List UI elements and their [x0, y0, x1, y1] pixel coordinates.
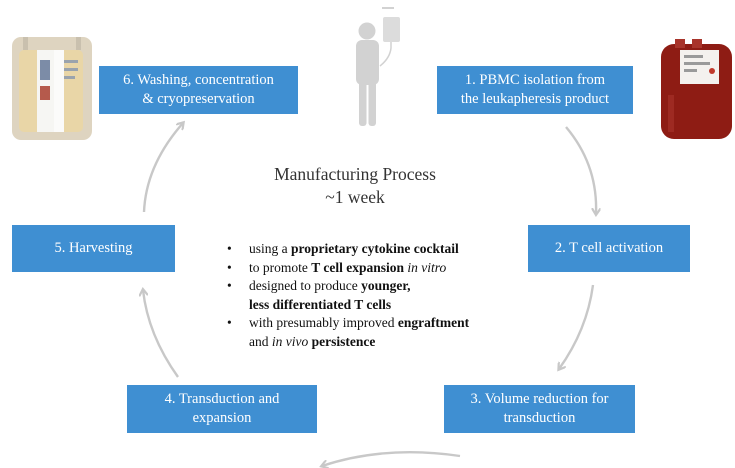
step-label-line: 5. Harvesting	[54, 240, 133, 256]
arrow-5-to-6	[142, 123, 183, 213]
process-duration: ~1 week	[325, 187, 385, 207]
leukapheresis-bag-image	[661, 39, 732, 139]
process-title: Manufacturing Process ~1 week	[230, 163, 480, 209]
arrow-2-to-3	[559, 284, 595, 369]
step-washing-cryopreservation: 6. Washing, concentration & cryopreservat…	[99, 66, 298, 114]
bullet-emphasis: younger,	[361, 278, 411, 294]
bullet-text: using a	[249, 241, 291, 256]
feature-bullet: designed to produce younger, less differe…	[224, 277, 544, 314]
step-pbmc-isolation: 1. PBMC isolation from the leukapheresis …	[437, 66, 633, 114]
step-label-line: expansion	[192, 410, 252, 426]
feature-bullet-list: using a proprietary cytokine cocktailto …	[224, 240, 544, 352]
arrow-3-to-4	[322, 451, 461, 466]
bullet-text: with presumably improved	[249, 315, 398, 331]
step-volume-reduction: 3. Volume reduction for transduction	[444, 385, 635, 433]
iv-bag-icon	[379, 7, 400, 67]
bullet-emphasis: less differentiated T cells	[249, 296, 392, 312]
step-harvesting: 5. Harvesting	[12, 225, 175, 272]
bullet-emphasis: persistence	[311, 333, 376, 349]
patient-icon	[356, 22, 379, 126]
step-label-line: 6. Washing, concentration	[123, 72, 274, 88]
bullet-italic: in vitro	[407, 259, 447, 275]
step-label-line: & cryopreservation	[142, 91, 255, 107]
bullet-text: designed to produce	[249, 278, 362, 294]
step-transduction-expansion: 4. Transduction and expansion	[127, 385, 317, 433]
step-t-cell-activation: 2. T cell activation	[528, 225, 690, 272]
flow-arrows	[143, 123, 596, 466]
bullet-emphasis: T cell expansion	[311, 259, 405, 275]
arrow-1-to-2	[565, 126, 596, 214]
step-label-line: transduction	[503, 410, 576, 426]
bullet-text: and	[249, 333, 272, 349]
bullet-emphasis: proprietary cytokine cocktail	[291, 241, 459, 256]
feature-bullet: using a proprietary cytokine cocktail	[224, 240, 544, 259]
step-label-line: 1. PBMC isolation from	[464, 72, 606, 88]
feature-bullet: to promote T cell expansion in vitro	[224, 259, 544, 278]
bullet-italic: in vivo	[271, 333, 309, 349]
feature-bullet: with presumably improved engraftmentand …	[224, 314, 544, 351]
arrow-4-to-5	[143, 290, 179, 378]
bullet-emphasis: engraftment	[397, 315, 470, 331]
step-label-line: 4. Transduction and	[164, 391, 280, 407]
step-label-line: the leukapheresis product	[460, 91, 610, 107]
process-title-text: Manufacturing Process	[274, 164, 436, 184]
step-label-line: 3. Volume reduction for	[470, 391, 609, 407]
step-label-line: 2. T cell activation	[554, 240, 664, 256]
bullet-text: to promote	[249, 259, 312, 275]
product-bag-image	[12, 37, 92, 140]
